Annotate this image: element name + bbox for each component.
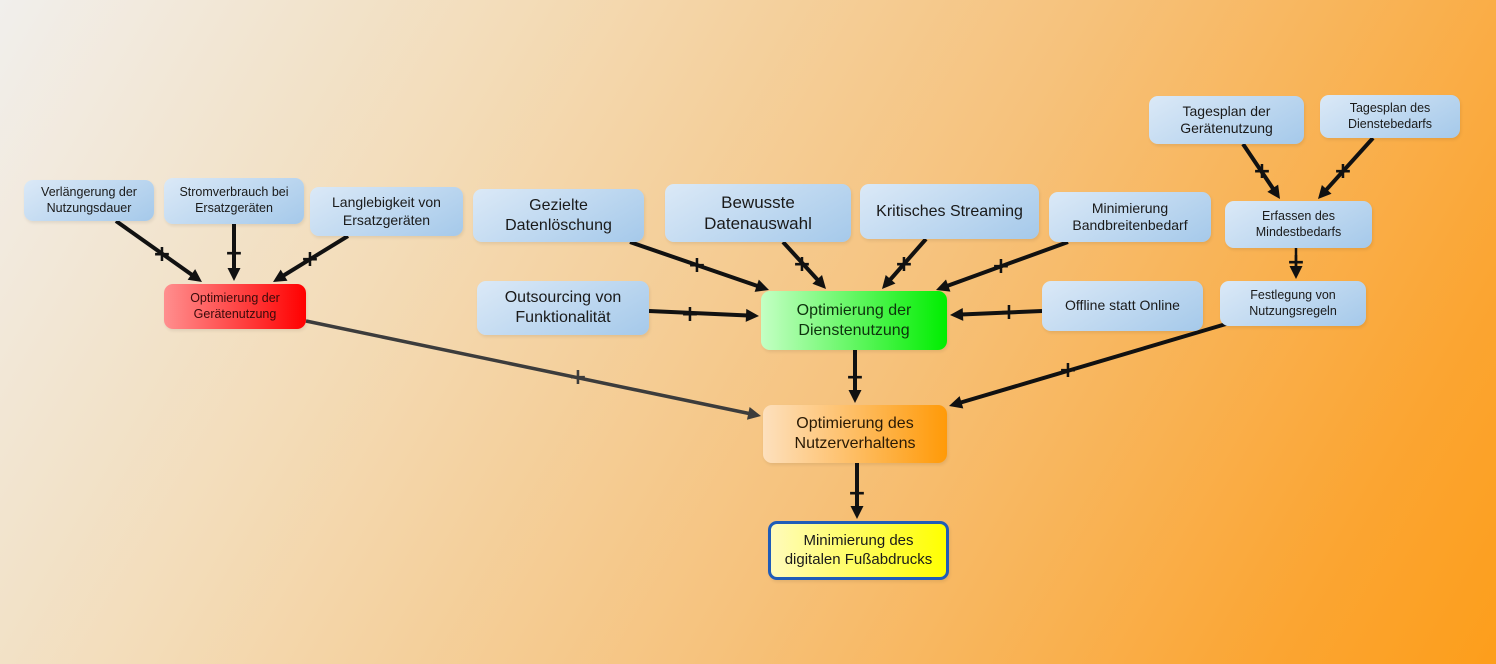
edge-sign-label: + <box>846 365 864 390</box>
edge-line <box>305 319 751 416</box>
edge-sign-label: + <box>301 247 319 272</box>
edge-sign-label: + <box>569 365 587 390</box>
node-verlaengerung[interactable]: Verlängerung der Nutzungsdauer <box>24 180 154 221</box>
edge-sign-label: + <box>688 253 706 278</box>
edge-arrowhead <box>812 275 826 289</box>
edge-erfassen-to-festlegung: + <box>1287 248 1305 279</box>
node-label: Festlegung von Nutzungsregeln <box>1249 287 1337 318</box>
edge-line <box>1241 142 1276 191</box>
edge-line <box>1323 136 1375 193</box>
edge-arrowhead <box>227 268 241 281</box>
node-label: Optimierung des Nutzerverhaltens <box>794 415 916 452</box>
edge-line <box>629 240 760 289</box>
node-label: Offline statt Online <box>1065 297 1180 314</box>
edge-arrowhead <box>1267 184 1280 199</box>
edge-arrowhead <box>882 274 896 289</box>
edge-line <box>945 240 1069 289</box>
node-label: Langlebigkeit von Ersatzgeräten <box>332 194 441 228</box>
edge-line <box>958 322 1227 405</box>
edge-bewusste-to-dienst: + <box>781 240 826 289</box>
node-bewusste-datenauswahl[interactable]: Bewusste Datenauswahl <box>665 184 851 242</box>
node-tagesplan-geraetenutzung[interactable]: Tagesplan der Gerätenutzung <box>1149 96 1304 144</box>
node-label: Verlängerung der Nutzungsdauer <box>41 184 137 215</box>
edge-arrowhead <box>273 269 288 282</box>
edge-sign-label: + <box>1287 250 1305 275</box>
edge-festlegung-to-nutzer: + <box>949 322 1227 409</box>
edge-outsourcing-to-dienst: + <box>648 302 759 327</box>
node-label: Tagesplan des Dienstebedarfs <box>1347 100 1433 131</box>
node-stromverbrauch[interactable]: Stromverbrauch bei Ersatzgeräten <box>164 178 304 224</box>
node-label: Optimierung der Gerätenutzung <box>190 290 280 321</box>
node-label: Gezielte Datenlöschung <box>505 196 612 234</box>
edge-arrowhead <box>1289 266 1303 279</box>
edge-langlebigkeit-to-geraet: + <box>273 234 350 282</box>
edge-sign-label: + <box>225 241 243 266</box>
edge-arrowhead <box>848 390 862 403</box>
edge-sign-label: + <box>1059 358 1077 383</box>
node-label: Erfassen des Mindestbedarfs <box>1255 208 1342 239</box>
edge-stromverbrauch-to-geraet: + <box>225 224 243 281</box>
edge-offline-to-dienst: + <box>950 300 1043 325</box>
node-minimierung-bandbreitenbedarf[interactable]: Minimierung Bandbreitenbedarf <box>1049 192 1211 242</box>
edge-line <box>114 219 195 278</box>
node-langlebigkeit[interactable]: Langlebigkeit von Ersatzgeräten <box>310 187 463 236</box>
edge-tagesplan-geraet-to-erfassen: + <box>1241 142 1280 199</box>
node-optimierung-nutzerverhalten[interactable]: Optimierung des Nutzerverhaltens <box>763 405 947 463</box>
edge-arrowhead <box>936 279 951 292</box>
edge-arrowhead <box>745 308 759 322</box>
edge-verlaengerung-to-geraet: + <box>114 219 202 282</box>
edge-sign-label: + <box>992 254 1010 279</box>
edge-kritisches-to-dienst: + <box>882 237 928 289</box>
node-label: Optimierung der Dienstenutzung <box>796 301 912 339</box>
edge-line <box>648 309 749 318</box>
edge-arrowhead <box>949 396 964 409</box>
edge-line <box>887 237 928 283</box>
node-label: Kritisches Streaming <box>876 202 1023 220</box>
edge-arrowhead <box>950 307 964 321</box>
edge-geraet-to-nutzer: + <box>305 319 761 420</box>
node-kritisches-streaming[interactable]: Kritisches Streaming <box>860 184 1039 239</box>
edge-arrowhead <box>754 279 769 292</box>
edge-tagesplan-dienst-to-erfassen: + <box>1318 136 1375 199</box>
edge-sign-label: + <box>1253 159 1271 184</box>
edge-dienst-to-nutzer: + <box>846 350 864 403</box>
edge-sign-label: + <box>1334 159 1352 184</box>
node-gezielte-datenloeschung[interactable]: Gezielte Datenlöschung <box>473 189 644 242</box>
edge-gezielte-to-dienst: + <box>629 240 769 292</box>
edge-sign-label: + <box>153 242 171 267</box>
node-minimierung-fussabdruck[interactable]: Minimierung des digitalen Fußabdrucks <box>768 521 949 580</box>
edge-line <box>781 240 821 283</box>
node-label: Stromverbrauch bei Ersatzgeräten <box>179 185 289 215</box>
node-outsourcing[interactable]: Outsourcing von Funktionalität <box>477 281 649 335</box>
node-label: Minimierung Bandbreitenbedarf <box>1072 199 1188 234</box>
node-erfassen-mindestbedarf[interactable]: Erfassen des Mindestbedarfs <box>1225 201 1372 248</box>
node-optimierung-geraetenutzung[interactable]: Optimierung der Gerätenutzung <box>164 284 306 329</box>
edge-arrowhead <box>1318 184 1332 199</box>
edge-sign-label: + <box>681 302 699 327</box>
node-optimierung-dienstenutzung[interactable]: Optimierung der Dienstenutzung <box>761 291 947 350</box>
node-label: Tagesplan der Gerätenutzung <box>1180 102 1273 137</box>
edge-sign-label: + <box>895 252 913 277</box>
edge-bandbreite-to-dienst: + <box>936 240 1069 292</box>
edge-sign-label: + <box>848 481 866 506</box>
edge-arrowhead <box>746 406 761 420</box>
node-label: Outsourcing von Funktionalität <box>504 289 622 326</box>
edge-nutzer-to-fussabdruck: + <box>848 463 866 519</box>
node-label: Minimierung des digitalen Fußabdrucks <box>784 531 933 568</box>
edge-sign-label: + <box>793 252 811 277</box>
edge-arrowhead <box>187 269 202 282</box>
node-offline-statt-online[interactable]: Offline statt Online <box>1042 281 1203 331</box>
node-label: Bewusste Datenauswahl <box>704 192 812 233</box>
edge-sign-label: + <box>1000 300 1018 325</box>
node-festlegung-nutzungsregeln[interactable]: Festlegung von Nutzungsregeln <box>1220 281 1366 326</box>
edge-line <box>281 234 350 278</box>
node-tagesplan-dienstebedarf[interactable]: Tagesplan des Dienstebedarfs <box>1320 95 1460 138</box>
edge-arrowhead <box>850 506 864 519</box>
edge-line <box>960 309 1043 317</box>
